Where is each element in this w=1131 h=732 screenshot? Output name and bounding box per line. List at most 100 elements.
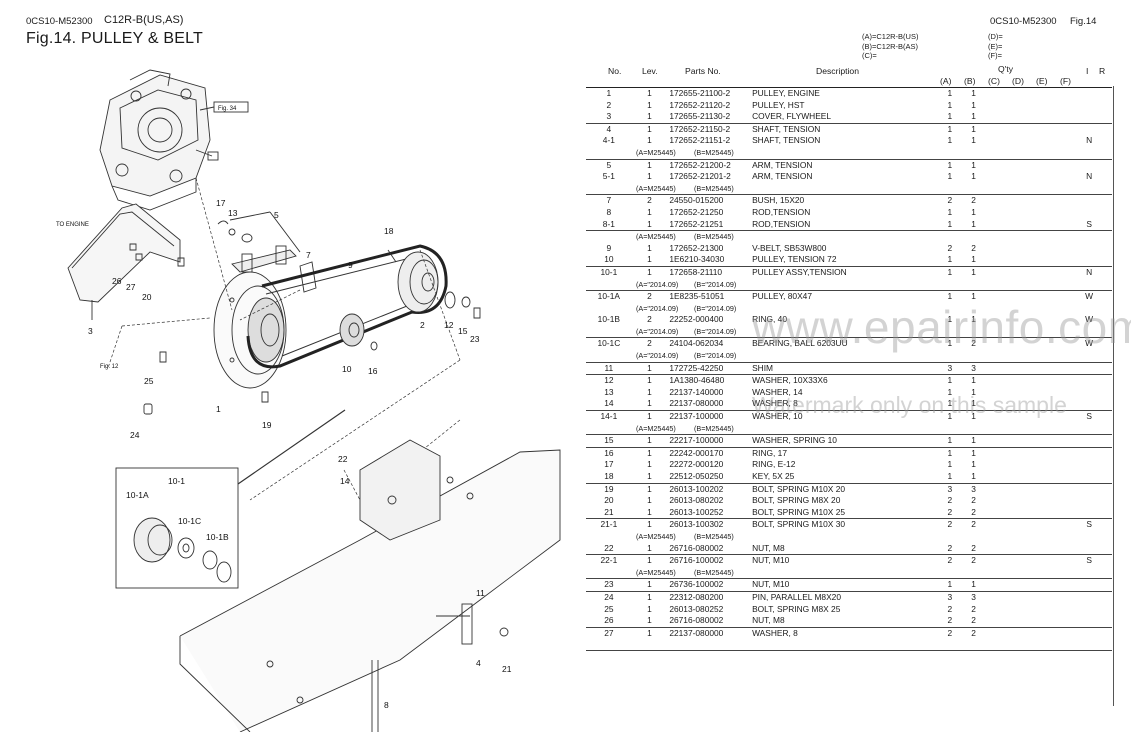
cell-remark [1098, 122, 1112, 136]
cell-qty-e [1033, 100, 1057, 112]
cell-qty-d [1009, 410, 1033, 423]
cell-qty-a: 1 [947, 314, 953, 325]
callout-11: 11 [476, 588, 485, 598]
cell-no: 5-1 [602, 171, 615, 182]
cell-qty-e [1032, 361, 1057, 375]
cell-remark [1098, 361, 1112, 375]
cell-qty-a: 2 [937, 194, 962, 207]
cell-interchange [1080, 86, 1099, 100]
cell-interchange: S [1080, 554, 1099, 567]
cell-lev: 1 [647, 506, 652, 517]
cell-qty-b: 1 [961, 446, 986, 460]
cell-qty-d [1009, 158, 1033, 172]
cell-qty-a: 1 [937, 158, 962, 172]
cell-qty-d [1009, 194, 1033, 207]
cell-qty-e [1032, 122, 1057, 136]
cell-qty-d [1009, 100, 1033, 112]
cell-description: WASHER, 14 [752, 386, 803, 397]
cell-qty-e [1032, 337, 1057, 351]
callout-15: 15 [458, 326, 468, 336]
cell-description: PULLEY, ENGINE [749, 86, 938, 100]
cell-qty-f [1056, 265, 1081, 279]
cell-lev: 1 [631, 446, 668, 460]
cell-qty-c [985, 337, 1010, 351]
cell-lev: 2 [631, 194, 668, 207]
cell-part-number: 22137-080000 [667, 626, 750, 640]
cell-qty-f [1056, 518, 1081, 531]
cell-qty-b: 1 [971, 135, 976, 146]
cell-no: 26 [604, 615, 614, 626]
cell-qty-a: 1 [937, 434, 962, 448]
cell-no: 24 [586, 590, 632, 604]
cell-remark [1098, 265, 1112, 279]
callout-20: 20 [142, 292, 152, 302]
cell-qty-b: 1 [961, 265, 986, 279]
serial-note-row: (A="2014.09)(B="2014.09) [586, 326, 1112, 338]
cell-description: NUT, M10 [749, 578, 938, 592]
legend-entry: (F)= [988, 51, 1002, 60]
cell-no: 13 [604, 386, 614, 397]
cell-remark [1098, 604, 1112, 616]
doc-code: 0CS10-M52300 [26, 16, 93, 27]
cell-qty-b: 2 [971, 506, 976, 517]
cell-qty-a: 2 [947, 615, 953, 626]
cell-description: PULLEY, HST [752, 99, 805, 110]
cell-lev: 1 [631, 86, 668, 100]
cell-no: 22 [604, 542, 614, 553]
cell-lev: 1 [631, 122, 668, 136]
cell-interchange [1080, 387, 1098, 399]
cell-qty-f [1057, 615, 1081, 627]
cell-no: 10-1C [586, 337, 632, 351]
cell-qty-b: 2 [961, 518, 986, 531]
cell-description: BOLT, SPRING M10X 20 [749, 482, 938, 496]
cell-qty-d [1009, 495, 1033, 507]
cell-qty-e [1033, 219, 1057, 231]
cell-qty-a: 1 [937, 337, 962, 351]
serial-note-cell: (A="2014.09)(B="2014.09) [586, 350, 1112, 362]
cell-description: SHIM [749, 361, 938, 375]
watermark-note: Watermark only on this sample [752, 392, 1067, 418]
cell-qty-e [1032, 194, 1057, 207]
cell-qty-b: 2 [971, 542, 976, 553]
cell-part-number: 26716-100002 [667, 554, 750, 567]
cell-qty-f [1056, 122, 1081, 136]
cell-remark [1098, 543, 1112, 555]
cell-lev: 1 [647, 398, 652, 409]
cell-qty-b: 1 [971, 218, 976, 229]
cell-no: 16 [586, 446, 632, 460]
cell-qty-b: 1 [961, 86, 986, 100]
cell-description: RING, 40 [752, 314, 787, 325]
cell-lev: 1 [631, 590, 668, 604]
cell-qty-e [1032, 290, 1057, 303]
cell-qty-b: 1 [961, 410, 986, 423]
cell-remark [1098, 374, 1112, 387]
cell-remark [1098, 100, 1112, 112]
col-header-lev: Lev. [642, 66, 658, 76]
callout-14: 14 [340, 476, 350, 486]
cell-qty-b: 1 [961, 374, 986, 387]
cell-part-number: 172725-42250 [667, 361, 750, 375]
cell-no: 2 [606, 99, 612, 110]
cell-qty-f [1057, 495, 1081, 507]
exploded-parts-diagram: Fig. 34 TO ENGINE Fig. 12 3 17 13 5 7 18… [56, 69, 561, 732]
cell-no: 7 [586, 194, 632, 207]
cell-remark [1098, 446, 1112, 460]
cell-part-number: 26736-100002 [667, 578, 750, 592]
cell-description: SHAFT, TENSION [749, 122, 938, 136]
col-header-qty-c: (C) [988, 76, 1000, 86]
cell-remark [1098, 243, 1112, 255]
serial-note-cell: (A=M25445)(B=M25445) [586, 147, 1112, 159]
cell-interchange: N [1086, 135, 1093, 146]
cell-part-number: 26013-080252 [669, 603, 724, 614]
table-row [586, 639, 1112, 652]
cell-remark [1098, 219, 1112, 231]
